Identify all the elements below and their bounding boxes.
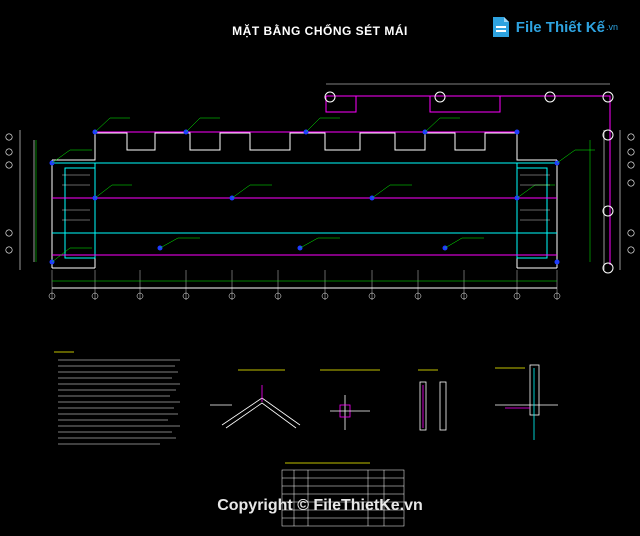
- file-logo-icon: [490, 15, 512, 39]
- copyright-watermark: Copyright © FileThietKe.vn: [217, 497, 423, 514]
- detail-wall: [418, 369, 447, 431]
- detail-bracket: [320, 369, 380, 430]
- upper-parapet: [324, 83, 614, 274]
- left-grid-axis: [5, 130, 35, 270]
- drawing-title: MẶT BẰNG CHỐNG SÉT MÁI: [232, 24, 408, 38]
- roof-edge: [52, 162, 557, 259]
- logo-text: File Thiết Kế: [515, 18, 605, 36]
- grid-lines: [51, 270, 558, 300]
- parapet-hatch: [62, 174, 550, 221]
- detail-parapet-corner: [495, 364, 558, 440]
- site-logo[interactable]: File Thiết Kế .vn: [490, 14, 618, 40]
- building-outline: [51, 132, 558, 289]
- leader-lines: [51, 117, 595, 263]
- logo-suffix: .vn: [605, 22, 618, 32]
- material-table: [281, 462, 405, 527]
- detail-ridge: [210, 369, 301, 429]
- bottom-axis-bubbles: [48, 292, 561, 300]
- notes-block: [58, 359, 180, 445]
- dimension-line: [35, 140, 591, 282]
- right-grid-axis: [603, 130, 635, 270]
